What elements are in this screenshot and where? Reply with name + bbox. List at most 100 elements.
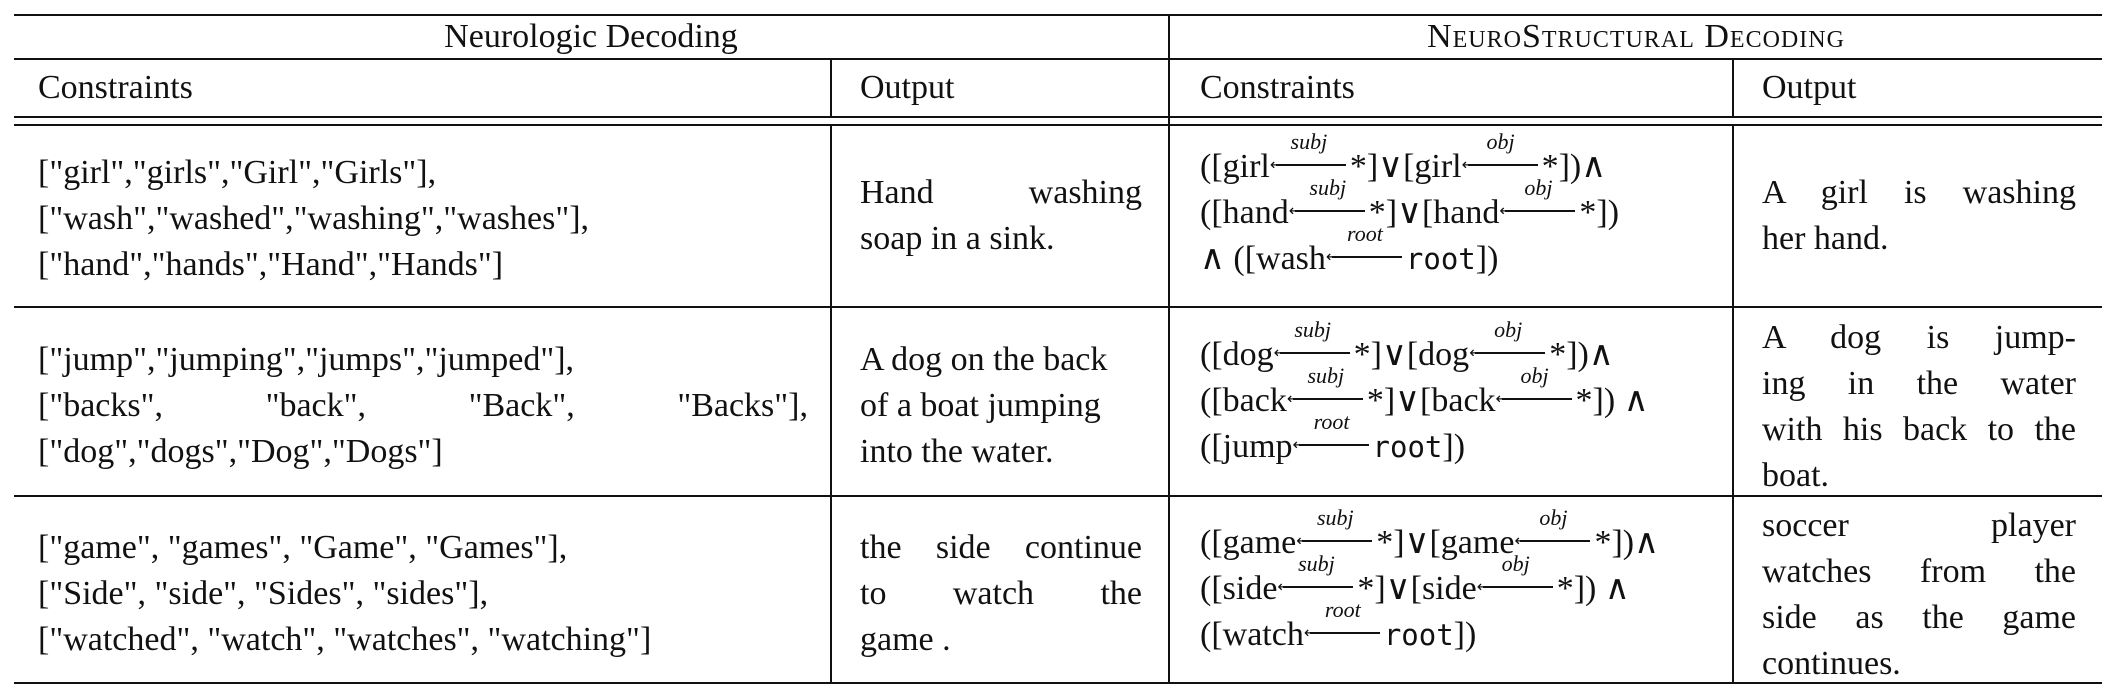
relation-label: obj	[1524, 175, 1553, 200]
dependency-arrow: ←obj	[1514, 507, 1592, 551]
constraint-line: ["hand","hands","Hand","Hands"]	[38, 246, 504, 283]
dependency-arrow: ←subj	[1277, 553, 1355, 597]
relation-label: obj	[1494, 317, 1523, 342]
row1-neurostructural-output: A girl is washing her hand.	[1762, 170, 2076, 262]
output-line: to watch the	[860, 575, 1142, 612]
row2-neurologic-constraints: ["jump","jumping","jumps","jumped"], ["b…	[38, 337, 808, 475]
dependency-arrow: ←subj	[1287, 365, 1365, 409]
formula-text: *]∨[back	[1366, 382, 1496, 419]
col-header-constraints-left: Constraints	[38, 69, 193, 106]
row-rule-2	[14, 495, 2102, 497]
formula-text: *]∨[girl	[1349, 148, 1462, 185]
constraint-line: ["wash","washed","washing","washes"],	[38, 200, 590, 237]
output-line: into the water.	[860, 433, 1054, 470]
formula-text: *]∨[side	[1357, 570, 1477, 607]
relation-label: root	[1313, 409, 1350, 434]
formula-line: ([side←subj*]∨[side←obj*]) ∧	[1200, 553, 1720, 612]
root-token: root	[1372, 430, 1443, 464]
relation-label: obj	[1501, 551, 1530, 576]
formula-text: *]∨[hand	[1368, 194, 1500, 231]
dependency-arrow: ←obj	[1499, 177, 1577, 221]
relation-label: subj	[1309, 175, 1347, 200]
output-line: ing in the water	[1762, 365, 2076, 402]
relation-label: root	[1324, 597, 1361, 622]
bottom-rule	[14, 682, 2102, 684]
dependency-arrow: ←subj	[1274, 319, 1352, 363]
formula-text: ])	[1453, 616, 1477, 653]
formula-text: *]) ∧	[1575, 382, 1649, 419]
row2-neurologic-output: A dog on the back of a boat jumping into…	[860, 337, 1150, 475]
output-line: A girl is washing	[1762, 174, 2076, 211]
constraint-line: ["girl","girls","Girl","Girls"],	[38, 154, 437, 191]
relation-label: subj	[1316, 505, 1354, 530]
output-line: her hand.	[1762, 220, 1889, 257]
formula-text: *]) ∧	[1556, 570, 1630, 607]
formula-text: ])	[1442, 428, 1466, 465]
formula-text: ([girl	[1200, 148, 1270, 185]
formula-line: ([back←subj*]∨[back←obj*]) ∧	[1200, 365, 1720, 424]
formula-line: ([dog←subj*]∨[dog←obj*])∧	[1200, 319, 1720, 378]
row2-neurostructural-output: A dog is jump- ing in the water with his…	[1762, 315, 2076, 499]
top-rule	[14, 14, 2102, 16]
relation-label: subj	[1290, 129, 1328, 154]
group-header-neurologic: Neurologic Decoding	[444, 18, 738, 55]
constraint-line: ["backs", "back", "Back", "Backs"],	[38, 387, 808, 424]
col-divider-left	[830, 58, 832, 116]
formula-text: ])	[1475, 240, 1499, 277]
dependency-arrow: ←root	[1304, 599, 1382, 643]
relation-label: subj	[1307, 363, 1345, 388]
dependency-arrow: ←root	[1326, 223, 1404, 267]
formula-text: ([dog	[1200, 336, 1274, 373]
formula-text: ([game	[1200, 524, 1297, 561]
dependency-arrow: ←obj	[1477, 553, 1555, 597]
output-line: soccer player	[1762, 507, 2076, 544]
formula-line: ([hand←subj*]∨[hand←obj*])	[1200, 177, 1720, 236]
output-line: the side continue	[860, 529, 1142, 566]
formula-line: ([game←subj*]∨[game←obj*])∧	[1200, 507, 1720, 566]
row-rule-1	[14, 306, 2102, 308]
output-line: boat.	[1762, 457, 1830, 494]
output-line: A dog on the back	[860, 341, 1108, 378]
row3-neurologic-constraints: ["game", "games", "Game", "Games"], ["Si…	[38, 525, 808, 663]
output-line: A dog is jump-	[1762, 319, 2076, 356]
relation-label: subj	[1298, 551, 1335, 576]
row1-neurologic-constraints: ["girl","girls","Girl","Girls"], ["wash"…	[38, 150, 808, 288]
relation-label: obj	[1539, 505, 1568, 530]
formula-text: *]∨[game	[1376, 524, 1515, 561]
relation-label: obj	[1520, 363, 1549, 388]
col-header-output-left: Output	[860, 69, 955, 106]
dependency-arrow: ←obj	[1496, 365, 1574, 409]
output-line: continues.	[1762, 645, 1901, 682]
dependency-arrow: ←obj	[1469, 319, 1547, 363]
row1-neurologic-output: Hand washing soap in a sink.	[860, 170, 1142, 262]
constraint-line: ["jump","jumping","jumps","jumped"],	[38, 341, 575, 378]
col-header-output-right: Output	[1762, 69, 1857, 106]
relation-label: root	[1346, 221, 1383, 246]
dependency-arrow: ←subj	[1270, 131, 1348, 175]
relation-label: obj	[1486, 129, 1515, 154]
formula-text: ([back	[1200, 382, 1287, 419]
constraint-line: ["dog","dogs","Dog","Dogs"]	[38, 433, 443, 470]
output-line: soap in a sink.	[860, 220, 1055, 257]
row2-neurostructural-constraints: ([dog←subj*]∨[dog←obj*])∧ ([back←subj*]∨…	[1200, 319, 1720, 470]
col-header-rule-2	[14, 124, 2102, 126]
constraint-line: ["watched", "watch", "watches", "watchin…	[38, 621, 652, 658]
col-divider-right-body	[1732, 124, 1734, 684]
formula-text: *])∧	[1594, 524, 1659, 561]
dependency-arrow: ←obj	[1462, 131, 1540, 175]
output-line: of a boat jumping	[860, 387, 1101, 424]
formula-text: *]∨[dog	[1353, 336, 1470, 373]
constraint-line: ["Side", "side", "Sides", "sides"],	[38, 575, 489, 612]
output-line: watches from the	[1762, 553, 2076, 590]
formula-text: ([watch	[1200, 616, 1304, 653]
output-line: side as the game	[1762, 599, 2076, 636]
formula-text: ([hand	[1200, 194, 1289, 231]
output-line: Hand washing	[860, 174, 1142, 211]
dependency-arrow: ←subj	[1296, 507, 1374, 551]
formula-text: ∧ ([wash	[1200, 240, 1326, 277]
col-divider-right	[1732, 58, 1734, 116]
formula-text: ([jump	[1200, 428, 1293, 465]
constraint-line: ["game", "games", "Game", "Games"],	[38, 529, 568, 566]
